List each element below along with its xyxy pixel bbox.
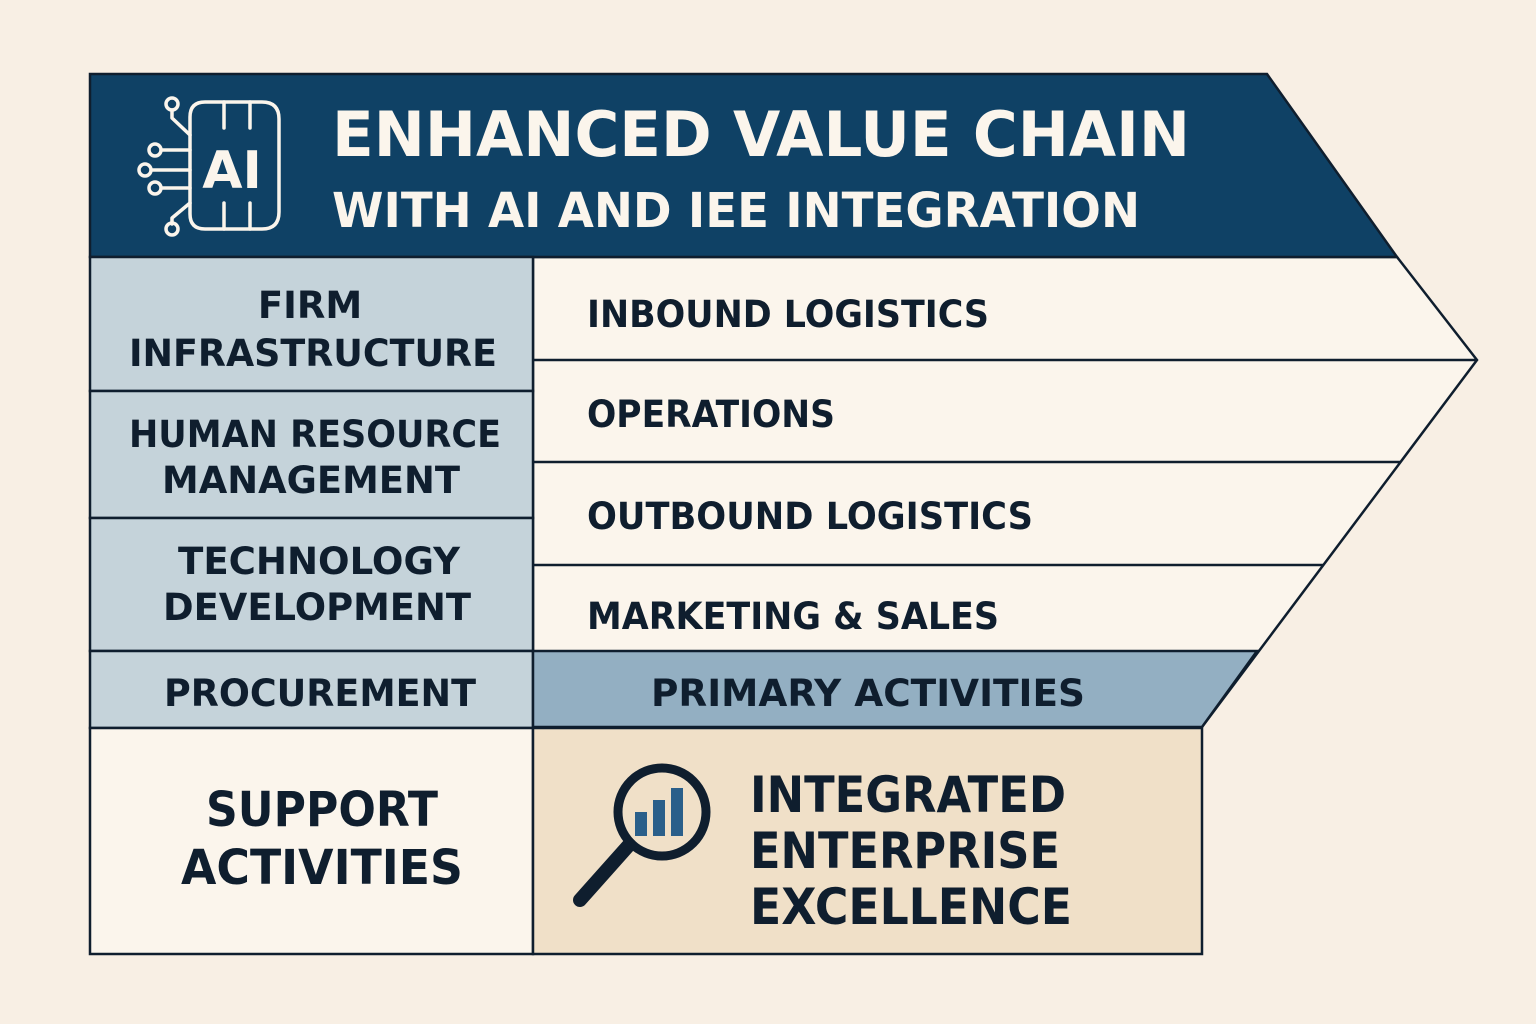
iee-label: INTEGRATED — [750, 766, 1066, 824]
support-cell-firm-infrastructure — [88, 255, 535, 393]
primary-item-label: MARKETING & SALES — [587, 595, 999, 638]
iee-label: EXCELLENCE — [750, 878, 1072, 936]
primary-item-label: INBOUND LOGISTICS — [587, 293, 989, 336]
support-item-label: MANAGEMENT — [162, 459, 461, 502]
support-item-label: PROCUREMENT — [164, 672, 477, 715]
support-cell-technology — [88, 516, 535, 653]
support-item-label: INFRASTRUCTURE — [129, 332, 497, 375]
magnifier-chart-icon — [573, 763, 711, 907]
ai-chip-icon — [137, 96, 281, 237]
primary-item-label: OPERATIONS — [587, 393, 835, 436]
support-item-label: DEVELOPMENT — [163, 586, 472, 629]
iee-label: ENTERPRISE — [750, 822, 1060, 880]
page-title: ENHANCED VALUE CHAIN — [332, 98, 1190, 171]
support-item-label: HUMAN RESOURCE — [129, 413, 501, 456]
support-item-label: TECHNOLOGY — [178, 540, 461, 583]
ai-badge-text: AI — [202, 141, 262, 201]
page-subtitle: WITH AI AND IEE INTEGRATION — [332, 183, 1140, 239]
support-item-label: FIRM — [258, 284, 362, 327]
primary-activities-label: PRIMARY ACTIVITIES — [651, 672, 1085, 715]
support-activities-label: ACTIVITIES — [181, 840, 463, 896]
primary-item-label: OUTBOUND LOGISTICS — [587, 495, 1033, 538]
support-activities-label: SUPPORT — [206, 782, 438, 838]
header-band — [88, 72, 1400, 259]
